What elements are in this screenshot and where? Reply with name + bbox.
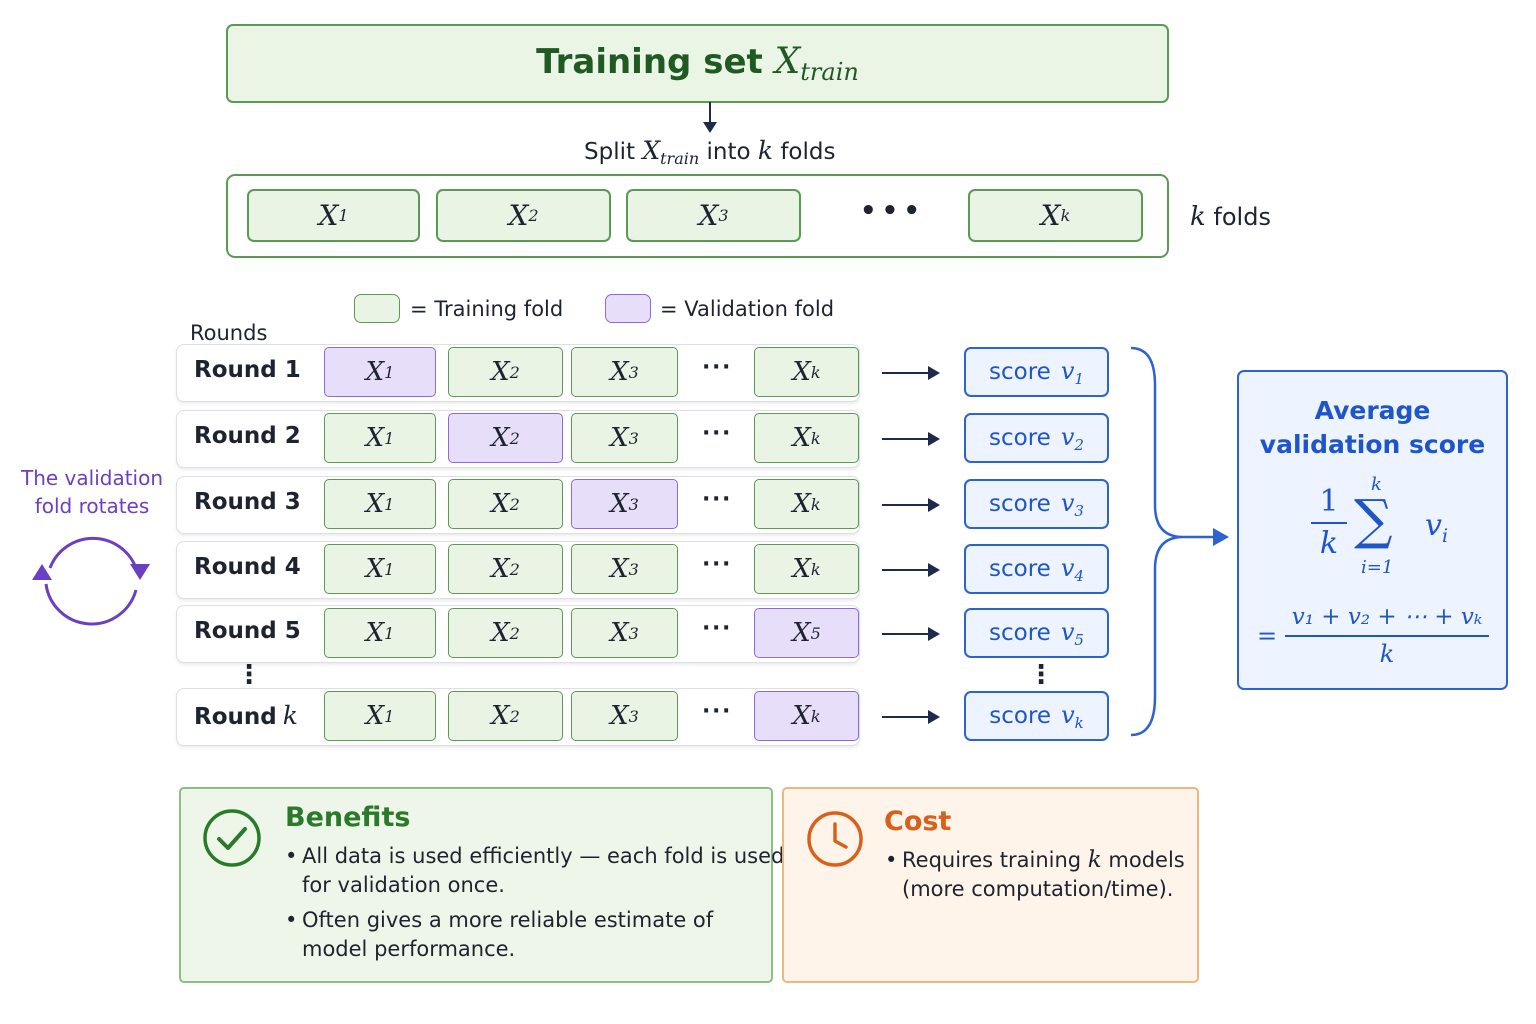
round-ellipsis: · · · bbox=[702, 616, 730, 641]
training-set-box: Training set Xtrain bbox=[226, 24, 1169, 103]
legend-validation-swatch bbox=[605, 294, 651, 323]
round-ellipsis: · · · bbox=[702, 355, 730, 380]
scores-vertical-dots: ⋮ bbox=[1028, 660, 1054, 690]
legend-validation-label: = Validation fold bbox=[660, 297, 835, 321]
round-label: Round 4 bbox=[194, 554, 301, 580]
expanded-equals: = bbox=[1257, 622, 1278, 650]
sum-lower-limit: i=1 bbox=[1361, 557, 1394, 578]
arrow-down-icon bbox=[703, 102, 717, 133]
sum-symbol: ∑ bbox=[1354, 488, 1393, 551]
average-score-box: Average validation score 1 k k ∑ i=1 vi … bbox=[1237, 370, 1508, 690]
training-set-title: Training set Xtrain bbox=[536, 41, 859, 86]
split-caption: Split Xtrain into k folds bbox=[584, 136, 836, 168]
sum-term: vi bbox=[1425, 508, 1449, 547]
rounds-vertical-dots: ⋮ bbox=[236, 660, 262, 690]
round-label: Round 5 bbox=[194, 618, 301, 644]
folds-ellipsis: • • • bbox=[860, 196, 920, 226]
cost-title: Cost bbox=[884, 806, 952, 837]
arrow-right-icon bbox=[1213, 528, 1229, 546]
benefit-item-2: Often gives a more reliable estimate of … bbox=[285, 906, 713, 964]
legend-training-swatch bbox=[354, 294, 400, 323]
rounds-header: Rounds bbox=[190, 321, 268, 345]
arrow-right-icon bbox=[882, 432, 940, 446]
arrow-right-icon bbox=[882, 563, 940, 577]
round-ellipsis: · · · bbox=[702, 699, 730, 724]
round-ellipsis: · · · bbox=[702, 552, 730, 577]
k-folds-label: k folds bbox=[1190, 202, 1271, 232]
benefits-title: Benefits bbox=[285, 802, 411, 833]
sum-upper-limit: k bbox=[1371, 474, 1382, 495]
arrow-right-icon bbox=[882, 627, 940, 641]
arrow-right-icon bbox=[882, 366, 940, 380]
clock-icon bbox=[807, 811, 863, 867]
expanded-fraction: v₁ + v₂ + ⋯ + vₖ k bbox=[1285, 602, 1489, 668]
round-label: Round 2 bbox=[194, 423, 301, 449]
arrow-right-icon bbox=[882, 498, 940, 512]
round-ellipsis: · · · bbox=[702, 421, 730, 446]
round-ellipsis: · · · bbox=[702, 487, 730, 512]
arrow-right-icon bbox=[882, 710, 940, 724]
round-label: Round 3 bbox=[194, 489, 301, 515]
legend-training-label: = Training fold bbox=[410, 297, 564, 321]
rotate-cycle-icon bbox=[32, 536, 150, 626]
average-title: Average validation score bbox=[1259, 396, 1486, 459]
cost-item-1: Requires training k models (more computa… bbox=[885, 846, 1185, 904]
average-fraction: 1 k bbox=[1311, 484, 1347, 562]
check-circle-icon bbox=[203, 809, 261, 867]
benefit-item-1: All data is used efficiently — each fold… bbox=[285, 842, 784, 900]
round-label: Round 1 bbox=[194, 357, 301, 383]
scores-brace bbox=[1130, 346, 1229, 737]
rotation-note: The validation fold rotates bbox=[20, 466, 164, 518]
